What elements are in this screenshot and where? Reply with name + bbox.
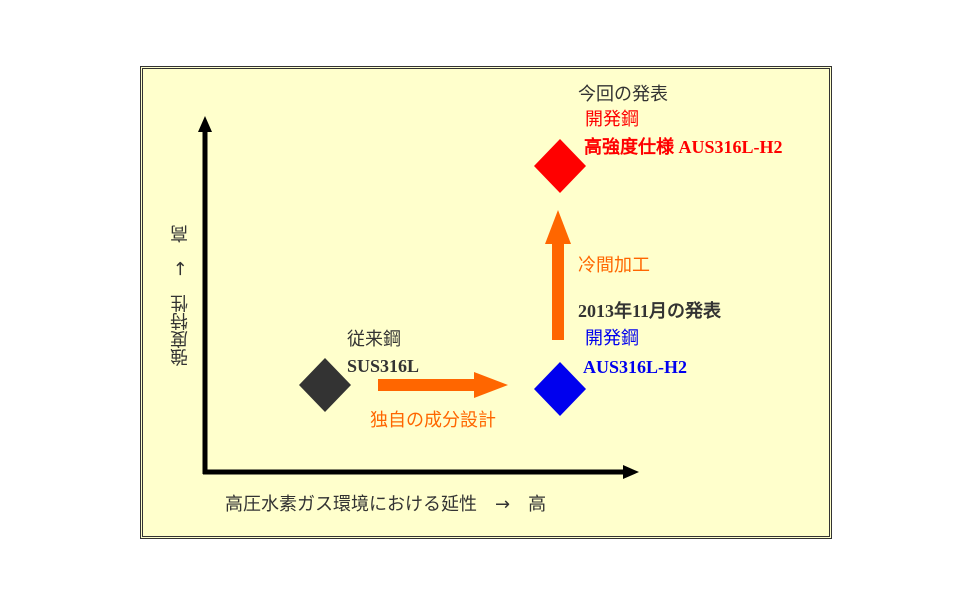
current-title: 開発鋼 [585,109,639,130]
composition-label: 独自の成分設計 [370,410,496,431]
nov2013-caption: 2013年11月の発表 [578,301,722,321]
cold-work-label: 冷間加工 [578,255,650,276]
diagram-frame [140,66,832,539]
high-strength-steel-marker [534,139,586,193]
x-axis-label: 高圧水素ガス環境における延性 → 高 [225,494,547,515]
composition-arrow [378,372,508,398]
developed-steel-marker [534,362,586,416]
y-axis-label: 強度特性 → 高 [170,225,191,367]
x-axis [203,465,639,479]
y-axis [198,116,212,474]
conventional-steel-marker [299,358,351,412]
cold-work-arrow [545,210,571,340]
current-caption: 今回の発表 [578,84,668,105]
conventional-name: SUS316L [347,356,420,376]
nov2013-name: AUS316L-H2 [583,357,688,377]
conventional-title: 従来鋼 [347,329,401,350]
current-name: 高強度仕様 AUS316L-H2 [584,137,783,157]
nov2013-title: 開発鋼 [585,328,639,349]
